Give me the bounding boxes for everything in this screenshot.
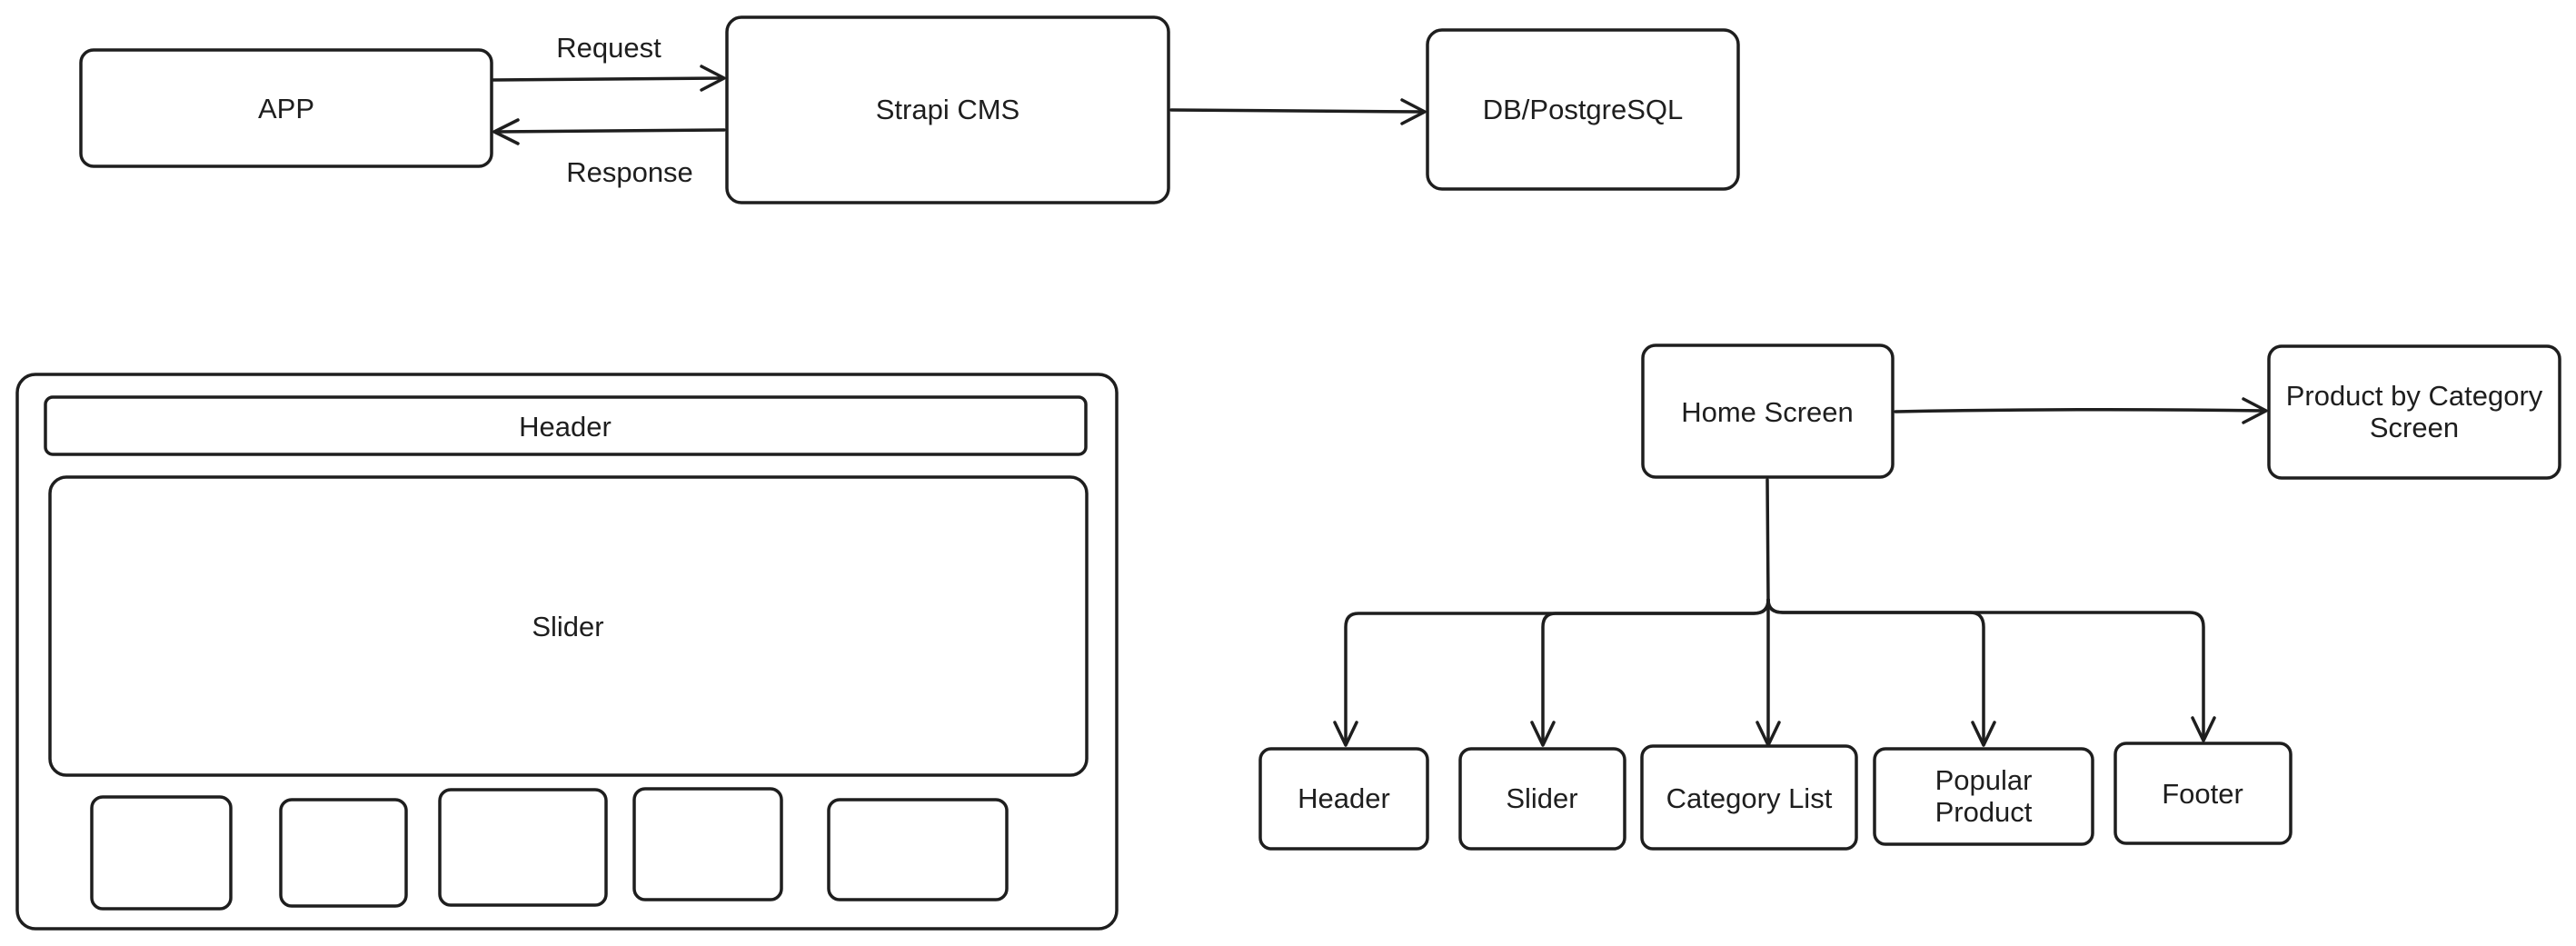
home-screen-node-label: Home Screen xyxy=(1681,396,1854,428)
home-screen-node[interactable] xyxy=(1641,344,1895,479)
home-to-product-arrowhead xyxy=(2242,397,2268,424)
tree-header-node[interactable] xyxy=(1258,747,1429,851)
response-arrowhead xyxy=(492,118,520,145)
tree-header-node-label: Header xyxy=(1298,782,1390,814)
branch-to-popular xyxy=(1766,598,1985,745)
product-by-category-node[interactable] xyxy=(2267,344,2561,480)
db-node-label: DB/PostgreSQL xyxy=(1483,94,1684,125)
response-arrow xyxy=(493,128,726,134)
wireframe-tile[interactable] xyxy=(827,798,1009,901)
request-arrow xyxy=(492,76,725,82)
tree-slider-node[interactable] xyxy=(1458,747,1626,851)
home-wireframe: Header Slider xyxy=(15,373,1119,931)
wireframe-header[interactable] xyxy=(44,395,1088,456)
tree-popular-product-label-line2: Product xyxy=(1935,796,2033,828)
tree-popular-product-label-line1: Popular xyxy=(1935,764,2033,796)
wireframe-tile[interactable] xyxy=(279,798,408,908)
tree-popular-product-node[interactable] xyxy=(1873,747,2094,846)
product-by-category-label-line1: Product by Category xyxy=(2286,380,2543,412)
screen-tree: Home Screen Product by Category Screen H… xyxy=(1258,344,2561,851)
architecture-flow: APP Strapi CMS DB/PostgreSQL Request Res… xyxy=(79,15,1740,204)
request-label: Request xyxy=(556,32,661,64)
strapi-cms-node[interactable] xyxy=(725,15,1170,204)
tree-slider-node-label: Slider xyxy=(1506,782,1577,814)
app-node[interactable] xyxy=(79,48,493,168)
response-label: Response xyxy=(566,156,693,188)
product-by-category-label-line2: Screen xyxy=(2370,412,2459,443)
wireframe-tile[interactable] xyxy=(632,787,783,901)
wireframe-slider-label: Slider xyxy=(532,611,603,642)
wireframe-slider[interactable] xyxy=(48,475,1089,777)
wireframe-tile[interactable] xyxy=(438,788,608,907)
branch-arrowhead xyxy=(2191,716,2216,742)
tree-category-list-node[interactable] xyxy=(1640,744,1858,851)
db-node[interactable] xyxy=(1426,28,1740,191)
branch-to-footer xyxy=(1766,598,2205,741)
branch-to-slider xyxy=(1541,598,1770,745)
request-arrowhead xyxy=(700,65,726,92)
home-to-product-arrow xyxy=(1894,407,2267,413)
branch-to-header xyxy=(1344,598,1770,745)
wireframe-header-label: Header xyxy=(519,411,612,443)
strapi-cms-node-label: Strapi CMS xyxy=(876,94,1019,125)
branch-arrowhead xyxy=(1530,721,1556,747)
cms-to-db-arrow xyxy=(1169,108,1426,114)
wireframe-tile[interactable] xyxy=(90,795,233,911)
tree-footer-node-label: Footer xyxy=(2162,778,2243,810)
tree-category-list-node-label: Category List xyxy=(1666,782,1833,814)
app-node-label: APP xyxy=(258,93,314,124)
branch-arrowhead xyxy=(1971,721,1996,747)
tree-trunk xyxy=(1765,478,1770,602)
cms-to-db-arrowhead xyxy=(1400,98,1427,125)
tree-footer-node[interactable] xyxy=(2114,742,2293,845)
branch-arrowhead xyxy=(1333,721,1358,747)
